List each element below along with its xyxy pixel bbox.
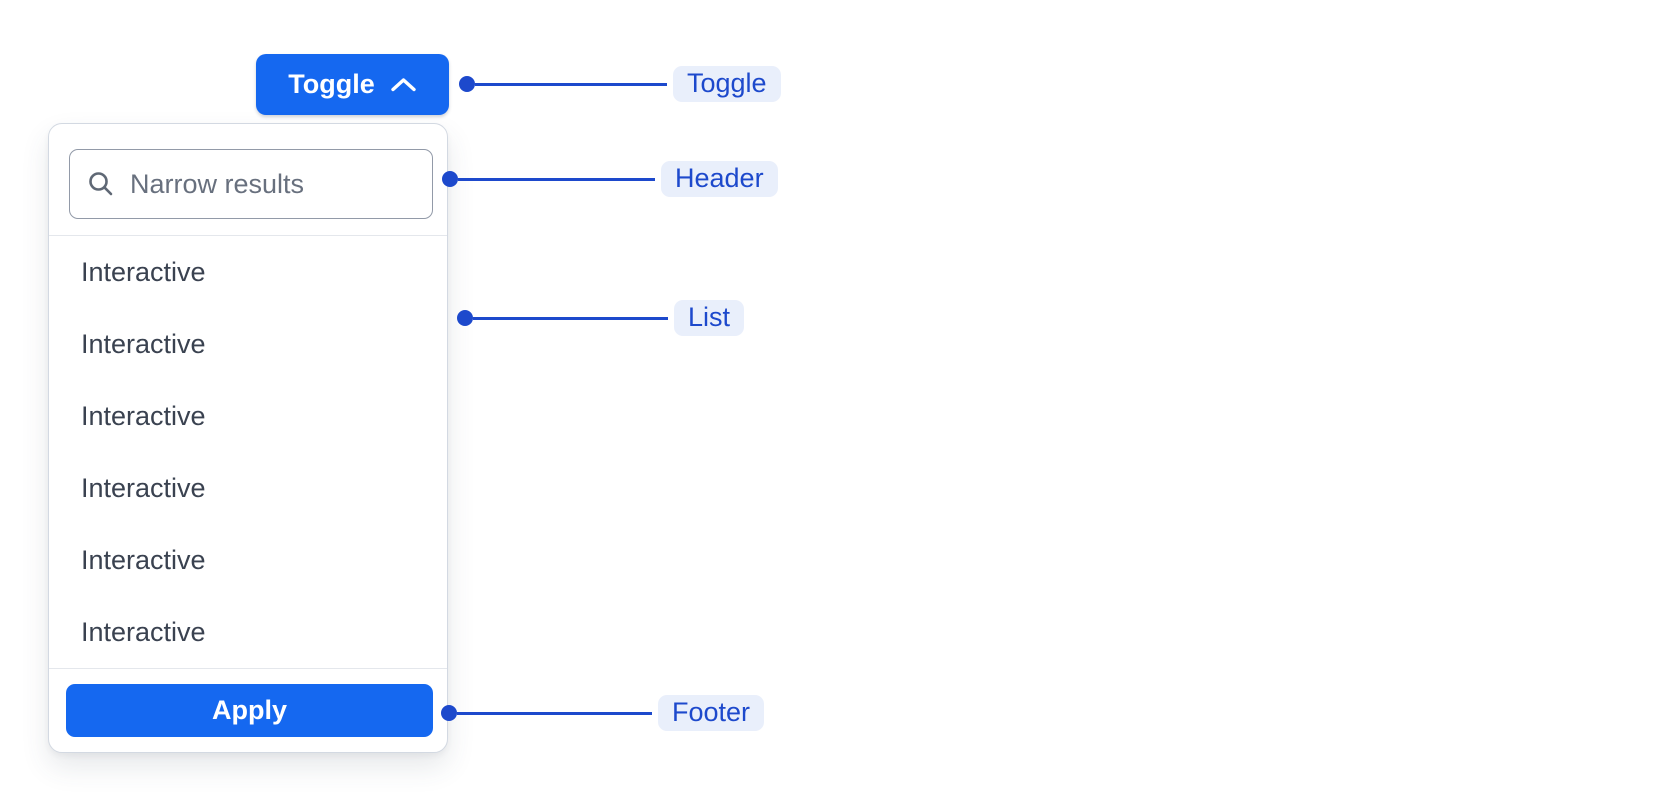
popover-panel: Interactive Interactive Interactive Inte… bbox=[48, 123, 448, 753]
chevron-up-icon bbox=[390, 77, 417, 93]
callout-dot bbox=[442, 171, 458, 187]
annotation-label-toggle: Toggle bbox=[673, 65, 781, 103]
list-item[interactable]: Interactive bbox=[81, 256, 206, 287]
callout-dot bbox=[459, 76, 475, 92]
list-item[interactable]: Interactive bbox=[81, 400, 206, 431]
annotation-toggle: Toggle bbox=[459, 65, 781, 103]
callout-dot bbox=[441, 705, 457, 721]
toggle-button[interactable]: Toggle bbox=[256, 54, 449, 115]
search-icon bbox=[88, 171, 114, 197]
annotation-header: Header bbox=[442, 160, 778, 198]
list-item[interactable]: Interactive bbox=[81, 328, 206, 359]
popover-list: Interactive Interactive Interactive Inte… bbox=[49, 236, 447, 668]
annotation-label-list: List bbox=[674, 299, 745, 337]
search-box[interactable] bbox=[69, 149, 433, 219]
list-item[interactable]: Interactive bbox=[81, 616, 206, 647]
popover-header bbox=[49, 124, 447, 236]
callout-line bbox=[457, 711, 652, 715]
callout-dot bbox=[457, 310, 473, 326]
callout-line bbox=[473, 316, 668, 320]
popover-footer: Apply bbox=[49, 668, 447, 752]
annotation-label-footer: Footer bbox=[658, 694, 765, 732]
search-input[interactable] bbox=[128, 167, 414, 201]
apply-button[interactable]: Apply bbox=[66, 684, 433, 737]
annotation-footer: Footer bbox=[441, 694, 765, 732]
callout-line bbox=[458, 177, 655, 181]
annotation-list: List bbox=[457, 299, 745, 337]
callout-line bbox=[475, 82, 667, 86]
toggle-button-label: Toggle bbox=[288, 69, 375, 99]
list-item[interactable]: Interactive bbox=[81, 544, 206, 575]
annotation-label-header: Header bbox=[661, 160, 778, 198]
list-item[interactable]: Interactive bbox=[81, 472, 206, 503]
